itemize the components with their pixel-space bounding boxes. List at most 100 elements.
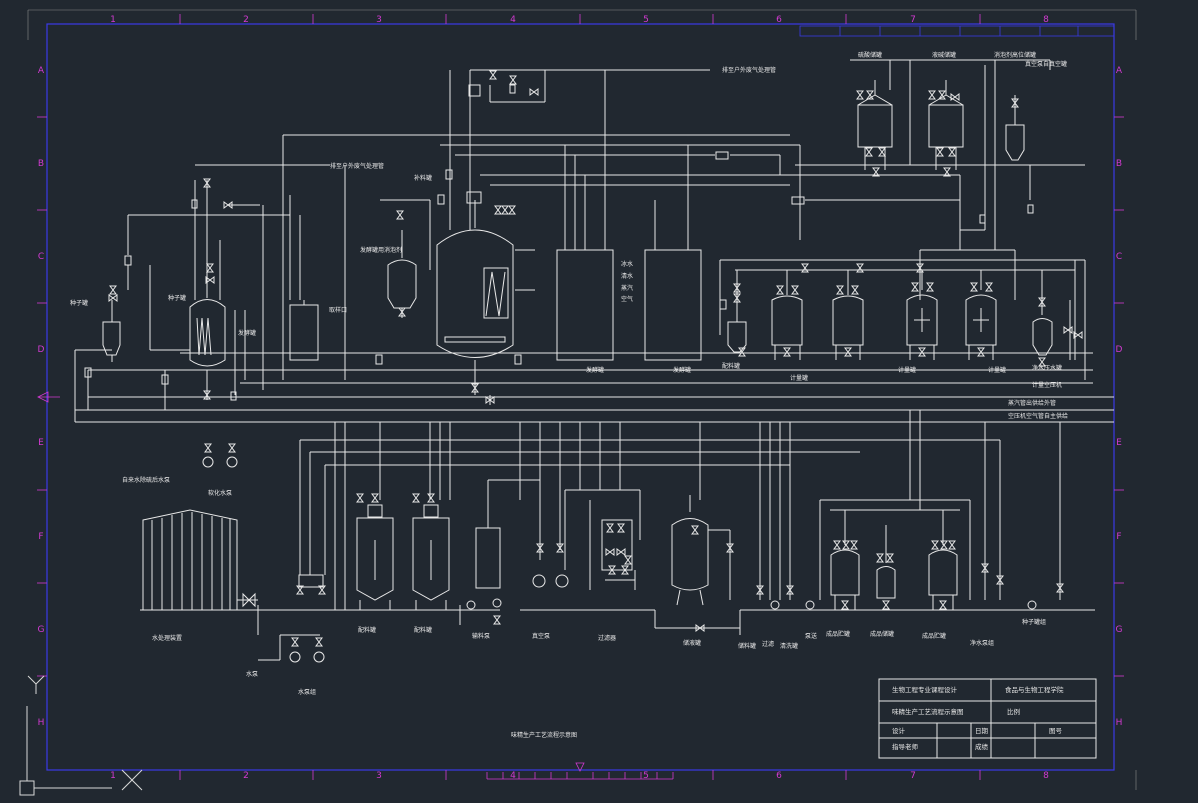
label-b-tank5: 成品贮罐 (922, 632, 946, 640)
valve-symbol (936, 147, 944, 157)
label-tower-in2: 清水 (621, 272, 633, 280)
label-water-pump: 水泵 (246, 670, 258, 678)
valve-symbol (833, 540, 841, 550)
valve-symbol (878, 147, 886, 157)
valve-symbol (943, 167, 951, 177)
valve-symbol (203, 390, 211, 400)
grid-row-label-right: B (1116, 159, 1122, 169)
valve-symbol (950, 93, 960, 101)
grid-col-label-top: 1 (110, 15, 116, 25)
label-top-tank3b: 真空泵自真空罐 (1025, 60, 1067, 68)
grid-col-label-top: 4 (510, 15, 516, 25)
valve-symbol (536, 543, 544, 553)
valve-symbol (606, 523, 614, 533)
valve-symbol (841, 600, 849, 610)
valve-symbol (872, 167, 880, 177)
valve-symbol (886, 553, 894, 563)
grid-col-label-top: 6 (776, 15, 782, 25)
valve-symbol (1011, 98, 1019, 108)
grid-col-label-bottom: 2 (243, 771, 249, 781)
valve-symbol (398, 307, 406, 317)
tb-date: 日期 (975, 727, 989, 735)
valve-symbol (851, 285, 859, 295)
valve-symbol (605, 548, 615, 556)
valve-symbol (876, 553, 884, 563)
valve-symbol (844, 347, 852, 357)
equipment-labels: 排至户外废气处理管 排至户外废气处理管 种子罐 种子罐 补料罐 发酵罐用消泡剂 … (70, 51, 1068, 739)
valve-symbol (981, 563, 989, 573)
valve-symbol (783, 347, 791, 357)
grid-row-label-right: E (1116, 438, 1122, 448)
grid-row-label-left: A (38, 66, 45, 76)
label-b-lab2: 过滤 (762, 640, 774, 648)
valve-symbol (624, 555, 632, 565)
bottom-equipment (142, 479, 971, 611)
grid-row-label-right: C (1116, 252, 1122, 262)
valve-symbol (996, 575, 1004, 585)
valve-symbol (842, 540, 850, 550)
drawing-frame (19, 9, 1137, 796)
label-tower1: 发酵罐 (586, 366, 604, 374)
label-b-pump1: 输料泵 (472, 632, 490, 640)
valve-symbol (315, 637, 323, 647)
main-pipes (74, 59, 1114, 661)
valve-symbol (206, 263, 214, 273)
grid-col-label-bottom: 7 (910, 771, 916, 781)
valve-symbol (556, 543, 564, 553)
right-tank-row (719, 260, 1053, 360)
grid-row-label-left: F (38, 532, 43, 542)
label-tower-in3: 蒸汽 (621, 284, 633, 292)
valve-symbol (836, 285, 844, 295)
label-softer: 软化水泵 (208, 489, 232, 497)
valve-symbol (108, 294, 118, 302)
grid-col-label-bottom: 3 (376, 771, 382, 781)
top-right-tanks (857, 80, 1025, 170)
label-feed-tank-a: 种子罐 (70, 299, 88, 307)
label-b-tank4: 成品储罐 (870, 630, 894, 638)
valve-symbol (621, 565, 629, 575)
valve-symbol (940, 540, 948, 550)
tb-school: 生物工程专业课程设计 (892, 685, 958, 694)
valve-symbol (977, 347, 985, 357)
label-defoam-tank: 发酵罐用消泡剂 (360, 246, 402, 254)
valve-symbol (776, 285, 784, 295)
valve-symbol (801, 263, 809, 273)
label-ferm-small: 发酵罐 (238, 329, 256, 337)
tb-checker: 指导老师 (892, 742, 919, 751)
valve-symbol (617, 523, 625, 533)
label-water-pump2: 水泵组 (298, 688, 316, 696)
valve-symbol (296, 585, 304, 595)
valve-symbol (203, 178, 211, 188)
valve-symbol (1063, 326, 1073, 334)
label-b-lab4: 泵送 (805, 632, 817, 640)
grid-row-label-right: D (1116, 345, 1123, 355)
valve-symbol (508, 205, 516, 215)
grid-col-label-bottom: 5 (643, 771, 649, 781)
valve-symbol (850, 540, 858, 550)
valve-symbol (509, 75, 517, 85)
valve-symbol (1056, 583, 1064, 593)
tb-drawing-no: 图号 (1049, 727, 1063, 735)
label-pipe-right3: 空压机空气管自主供给 (1008, 412, 1068, 420)
valve-symbol (412, 493, 420, 503)
label-b-tank1: 配料罐 (358, 626, 376, 634)
valve-symbol (726, 543, 734, 553)
label-mid-exhaust: 排至户外废气处理管 (330, 162, 384, 170)
valve-symbol (396, 210, 404, 220)
valve-symbol (911, 282, 919, 292)
valve-symbol (695, 624, 705, 632)
valve-symbol (882, 600, 890, 610)
grid-row-label-right: A (1116, 66, 1123, 76)
valve-symbol (756, 585, 764, 595)
valve-symbol (205, 276, 215, 284)
valve-symbol (489, 70, 497, 80)
label-tower-in4: 空气 (621, 295, 633, 303)
instrument-boxes (84, 84, 1034, 401)
label-top-tank1: 硫酸储罐 (858, 51, 882, 59)
valve-symbol (948, 147, 956, 157)
grid-row-label-left: H (38, 718, 45, 728)
grid-row-label-left: B (38, 159, 44, 169)
valve-symbol (926, 282, 934, 292)
